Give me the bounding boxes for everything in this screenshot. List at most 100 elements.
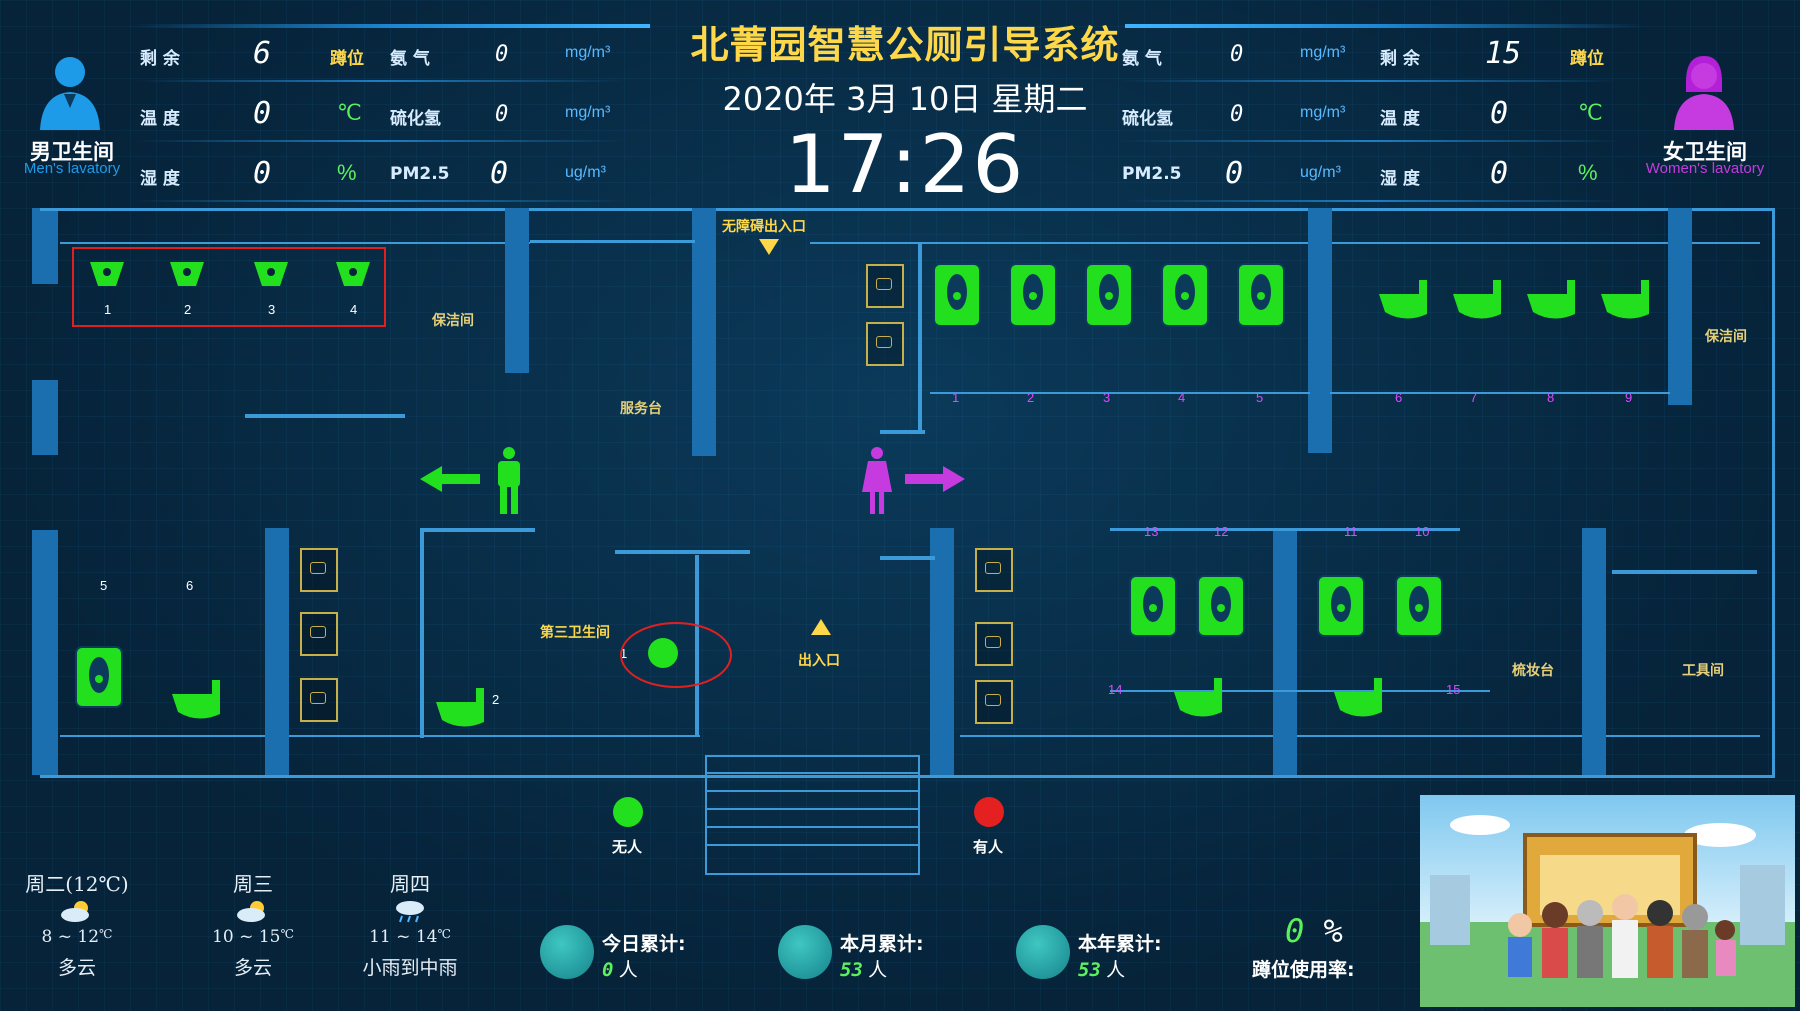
third-restroom-status-dot (648, 638, 678, 668)
womens-stall-number: 8 (1547, 390, 1555, 405)
womens-stall-number: 14 (1108, 682, 1123, 697)
wall-line (1110, 528, 1460, 531)
stat-today-value: 0 人 (602, 959, 638, 981)
mens-humidity-unit: % (337, 160, 357, 185)
stat-year: 本年累计: 53 人 (1016, 925, 1216, 985)
sit-toilet-icon (1174, 678, 1222, 717)
stat-today-label: 今日累计: (602, 933, 686, 955)
wall-line (1110, 690, 1490, 692)
womens-sit-row-top (1379, 280, 1649, 319)
urinal-number: 3 (268, 302, 276, 317)
womens-stall-number: 6 (1395, 390, 1403, 405)
urinal-selection-box (72, 247, 386, 327)
mens-stall-number: 6 (186, 578, 194, 593)
womens-remaining-value: 15 (1485, 36, 1522, 71)
wall-line (918, 242, 922, 432)
womens-stall-number: 5 (1256, 390, 1264, 405)
womens-humidity-label: 湿 度 (1380, 169, 1420, 189)
urinal-number: 4 (350, 302, 358, 317)
female-figure-icon (862, 447, 892, 514)
mens-temp-label: 温 度 (140, 109, 180, 129)
womens-stall-number: 11 (1344, 524, 1358, 539)
mens-row-2: 温 度 0 ℃ 硫化氢 0 mg/m³ (135, 96, 625, 142)
header-line-right (1125, 24, 1645, 28)
sit-toilet-icon (1334, 678, 1382, 717)
womens-temp-unit: ℃ (1578, 100, 1603, 125)
womens-stall-number: 10 (1415, 524, 1430, 539)
wall-line (960, 735, 1760, 737)
womens-label: 女卫生间 (1663, 140, 1747, 164)
womens-pm-value: 0 (1225, 156, 1244, 191)
weather-temp: 8 ~ 12℃ (41, 927, 113, 947)
mens-temp-value: 0 (253, 96, 272, 131)
wall-line (420, 528, 535, 532)
page-title: 北菁园智慧公厕引导系统 (690, 23, 1120, 67)
tool-room-label: 工具间 (1682, 663, 1724, 679)
womens-stall-number: 13 (1144, 524, 1159, 539)
mens-h2s-value: 0 (495, 102, 509, 127)
header-line-left (130, 24, 650, 28)
womens-humidity-unit: % (1578, 160, 1598, 185)
service-desk-label: 服务台 (620, 401, 662, 417)
womens-temp-value: 0 (1490, 96, 1509, 131)
mens-row-1: 剩 余 6 蹲位 氨 气 0 mg/m³ (135, 36, 625, 82)
womens-stall-number: 1 (952, 390, 960, 405)
sink-icon (866, 322, 904, 366)
womens-squat-row-top (933, 263, 1285, 327)
user-icon (540, 925, 594, 979)
arrow-up-icon (811, 619, 831, 635)
urinals-row (90, 262, 370, 286)
urinal-number: 2 (184, 302, 192, 317)
stat-month-value: 53 人 (840, 959, 888, 981)
occupied-legend-label: 有人 (973, 838, 1004, 856)
wall-line (420, 528, 424, 738)
mens-ammonia-label: 氨 气 (390, 49, 430, 69)
sink-icon (866, 264, 904, 308)
occupied-legend-dot (974, 797, 1004, 827)
entrance-label: 出入口 (798, 653, 840, 669)
wall-line (1330, 392, 1670, 394)
sink-icon (300, 678, 338, 722)
womens-label-en: Women's lavatory (1645, 160, 1765, 177)
rain-icon (396, 901, 424, 923)
squat-toilet-icon (75, 646, 123, 708)
wall-line (810, 242, 1760, 244)
womens-remaining-unit: 蹲位 (1570, 49, 1604, 69)
womens-stall-number: 2 (1027, 390, 1035, 405)
womens-ammonia-value: 0 (1230, 42, 1244, 67)
wall-line (1612, 570, 1757, 574)
female-avatar-icon (1674, 56, 1734, 130)
cloudy-icon (61, 901, 89, 922)
wall (692, 208, 716, 456)
womens-stall-number: 3 (1103, 390, 1111, 405)
mens-row-3: 湿 度 0 % PM2.5 0 ug/m³ (135, 156, 625, 202)
womens-humidity-value: 0 (1490, 156, 1509, 191)
wall-line (40, 775, 1775, 778)
entrance-stairs (705, 755, 920, 875)
sink-icon (975, 622, 1013, 666)
weather-temp: 11 ~ 14℃ (369, 927, 451, 947)
cleaning-room-left-label: 保洁间 (432, 313, 474, 329)
arrow-down-icon (759, 239, 779, 255)
womens-stall-number: 15 (1446, 682, 1461, 697)
mens-h2s-unit: mg/m³ (565, 104, 611, 121)
womens-stall-number: 9 (1625, 390, 1633, 405)
sink-icon (975, 680, 1013, 724)
accessible-entrance-label: 无障碍出入口 (722, 219, 806, 235)
sink-icon (300, 548, 338, 592)
wall (265, 528, 289, 775)
weather-day-3: 周四 11 ~ 14℃ 小雨到中雨 (345, 868, 475, 980)
mens-pm-value: 0 (490, 156, 509, 191)
stat-month: 本月累计: 53 人 (778, 925, 978, 985)
weather-day-label: 周三 (233, 872, 273, 896)
womens-temp-label: 温 度 (1380, 109, 1420, 129)
weather-temp: 10 ~ 15℃ (212, 927, 294, 947)
arrow-left-icon (420, 466, 480, 492)
womens-stall-number: 4 (1178, 390, 1186, 405)
sink-icon (975, 548, 1013, 592)
wall-line (880, 556, 935, 560)
wall (32, 208, 58, 284)
usage-rate-value: 0 % (1285, 912, 1343, 950)
promo-video-panel[interactable] (1420, 795, 1795, 1007)
weather-day-2: 周三 10 ~ 15℃ 多云 (188, 868, 318, 980)
